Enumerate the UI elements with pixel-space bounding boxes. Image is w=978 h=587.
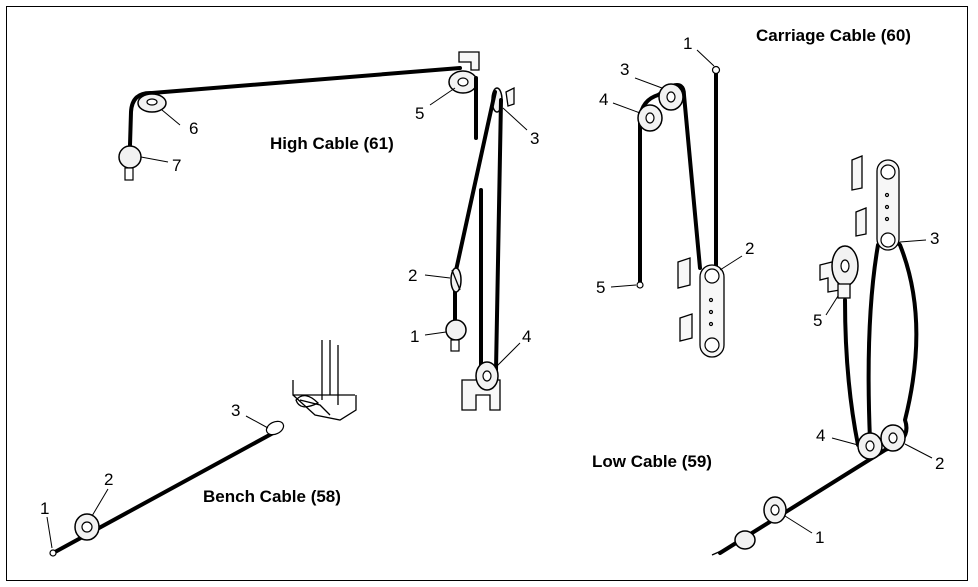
bench-frame <box>292 340 357 421</box>
low-cable-run <box>718 236 919 555</box>
callout-carriage-3: 3 <box>620 60 629 79</box>
callout-low-2: 2 <box>935 454 944 473</box>
callout-low-3: 3 <box>930 229 939 248</box>
title-high-cable: High Cable (61) <box>270 134 394 153</box>
ball-stop-1 <box>445 319 467 352</box>
pulley-5 <box>448 70 478 94</box>
low-pulley-4 <box>857 432 883 460</box>
high-cable-top-run <box>128 66 462 147</box>
callout-high-1: 1 <box>410 327 419 346</box>
carriage-pulley-4 <box>637 104 663 132</box>
carriage-pulley-3 <box>658 83 684 111</box>
low-cable-assembly: Low Cable (59) 3 5 4 2 1 <box>592 155 944 556</box>
callout-carriage-4: 4 <box>599 90 608 109</box>
callout-high-3: 3 <box>530 129 539 148</box>
low-plate-3 <box>851 155 900 251</box>
callout-high-6: 6 <box>189 119 198 138</box>
low-pulley-2 <box>880 424 906 452</box>
callout-low-1: 1 <box>815 528 824 547</box>
ball-stop-7 <box>118 145 142 181</box>
callout-bench-3: 3 <box>231 401 240 420</box>
title-carriage-cable: Carriage Cable (60) <box>756 26 911 45</box>
pulley-4 <box>461 361 501 411</box>
carriage-plate-2 <box>677 257 725 358</box>
callout-bench-2: 2 <box>104 470 113 489</box>
callout-high-5: 5 <box>415 104 424 123</box>
low-ball-stop <box>711 530 756 556</box>
low-pulley-1 <box>763 496 787 524</box>
pulley-6 <box>137 93 167 113</box>
top-bracket <box>458 51 480 71</box>
bench-cable-assembly: Bench Cable (58) 3 2 1 <box>40 340 357 557</box>
low-pulley-5 <box>819 245 859 299</box>
callout-high-4: 4 <box>522 327 531 346</box>
callout-bench-1: 1 <box>40 499 49 518</box>
pulley-2 <box>450 267 462 293</box>
carriage-cable-assembly: Carriage Cable (60) 1 3 4 2 5 <box>596 26 911 358</box>
callout-high-2: 2 <box>408 266 417 285</box>
title-bench-cable: Bench Cable (58) <box>203 487 341 506</box>
bench-pulley-2 <box>74 513 100 541</box>
callout-carriage-5: 5 <box>596 278 605 297</box>
callout-carriage-2: 2 <box>745 239 754 258</box>
title-low-cable: Low Cable (59) <box>592 452 712 471</box>
high-cable-assembly: High Cable (61) 6 7 5 3 2 1 4 <box>118 51 539 411</box>
callout-low-5: 5 <box>813 311 822 330</box>
callout-carriage-1: 1 <box>683 34 692 53</box>
callout-low-4: 4 <box>816 426 825 445</box>
callout-high-7: 7 <box>172 156 181 175</box>
